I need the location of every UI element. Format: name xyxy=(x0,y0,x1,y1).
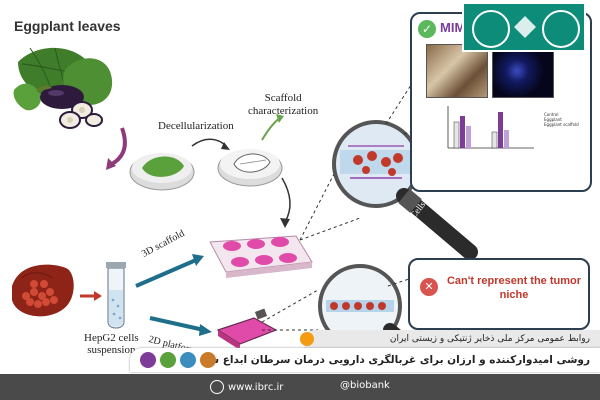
label-scaffold-characterization: Scaffold characterization xyxy=(248,92,318,118)
limitation-text: Can't represent the tumor niche xyxy=(444,274,584,302)
handle-text: @biobank xyxy=(340,380,390,391)
mini-bar-chart xyxy=(447,106,534,149)
liver-cells-illustration xyxy=(12,264,74,317)
label-hepg2-line1: HepG2 cells xyxy=(84,332,139,344)
footer-bar: www.ibrc.ir @biobank xyxy=(0,374,600,400)
decor-circle-green-icon xyxy=(160,352,176,368)
news-headline: روشی امیدوارکننده و ارزان برای غربالگری … xyxy=(202,354,590,366)
arrow-decell xyxy=(191,138,227,147)
website-text: www.ibrc.ir xyxy=(228,382,284,393)
label-decellularization: Decellularization xyxy=(158,120,234,132)
diagram-title: Eggplant leaves xyxy=(14,18,121,34)
mini-chart-legend: Control Eggplant Eggplant scaffold xyxy=(544,112,579,127)
magnifier-scaffold xyxy=(332,120,478,260)
arrow-characterization xyxy=(261,117,281,141)
cross-icon: ✕ xyxy=(420,278,438,296)
ribbon-dot-icon xyxy=(300,332,314,346)
check-icon: ✓ xyxy=(418,20,436,38)
petri-dish-scaffold xyxy=(217,149,283,187)
limitation-line1: Can't represent the tumor xyxy=(446,275,582,287)
website-link[interactable]: www.ibrc.ir xyxy=(210,380,283,394)
culture-flask xyxy=(216,308,278,350)
sem-micrograph xyxy=(426,44,488,98)
legend-control: Control xyxy=(544,112,559,117)
social-handle[interactable]: @biobank xyxy=(340,380,390,391)
label-scaffold-line1: Scaffold xyxy=(264,92,302,104)
label-hepg2: HepG2 cells suspension xyxy=(84,332,139,356)
emblem-right-icon xyxy=(542,10,580,48)
petri-dish-leaf xyxy=(129,153,195,191)
arrow-2d xyxy=(149,316,205,332)
eggplant-illustration xyxy=(13,47,113,129)
label-scaffold-line2: characterization xyxy=(248,105,319,117)
jahad-logo xyxy=(462,2,586,52)
legend-eggplant: Eggplant xyxy=(544,117,562,122)
legend-eggplant-scaffold: Eggplant scaffold xyxy=(544,122,579,127)
limitation-card: ✕ Can't represent the tumor niche xyxy=(408,258,590,330)
decor-circle-blue-icon xyxy=(180,352,196,368)
news-source-ribbon: روابط عمومی مرکز ملی ذخایر ژنتیکی و زیست… xyxy=(304,330,600,348)
globe-icon xyxy=(210,380,224,394)
six-well-plate xyxy=(209,235,313,278)
arrow-3d xyxy=(135,258,197,288)
decor-circle-purple-icon xyxy=(140,352,156,368)
fluorescence-micrograph xyxy=(492,44,554,98)
arrow-to-plate xyxy=(281,177,291,223)
emblem-left-icon xyxy=(472,10,510,48)
flower-logo-icon xyxy=(514,16,536,38)
arrow-to-decell xyxy=(109,127,127,167)
limitation-line2: niche xyxy=(499,289,529,301)
news-source: روابط عمومی مرکز ملی ذخایر ژنتیکی و زیست… xyxy=(389,334,590,344)
test-tube xyxy=(106,262,126,329)
decor-circle-orange-icon xyxy=(200,352,216,368)
label-hepg2-line2: suspension xyxy=(87,344,136,356)
